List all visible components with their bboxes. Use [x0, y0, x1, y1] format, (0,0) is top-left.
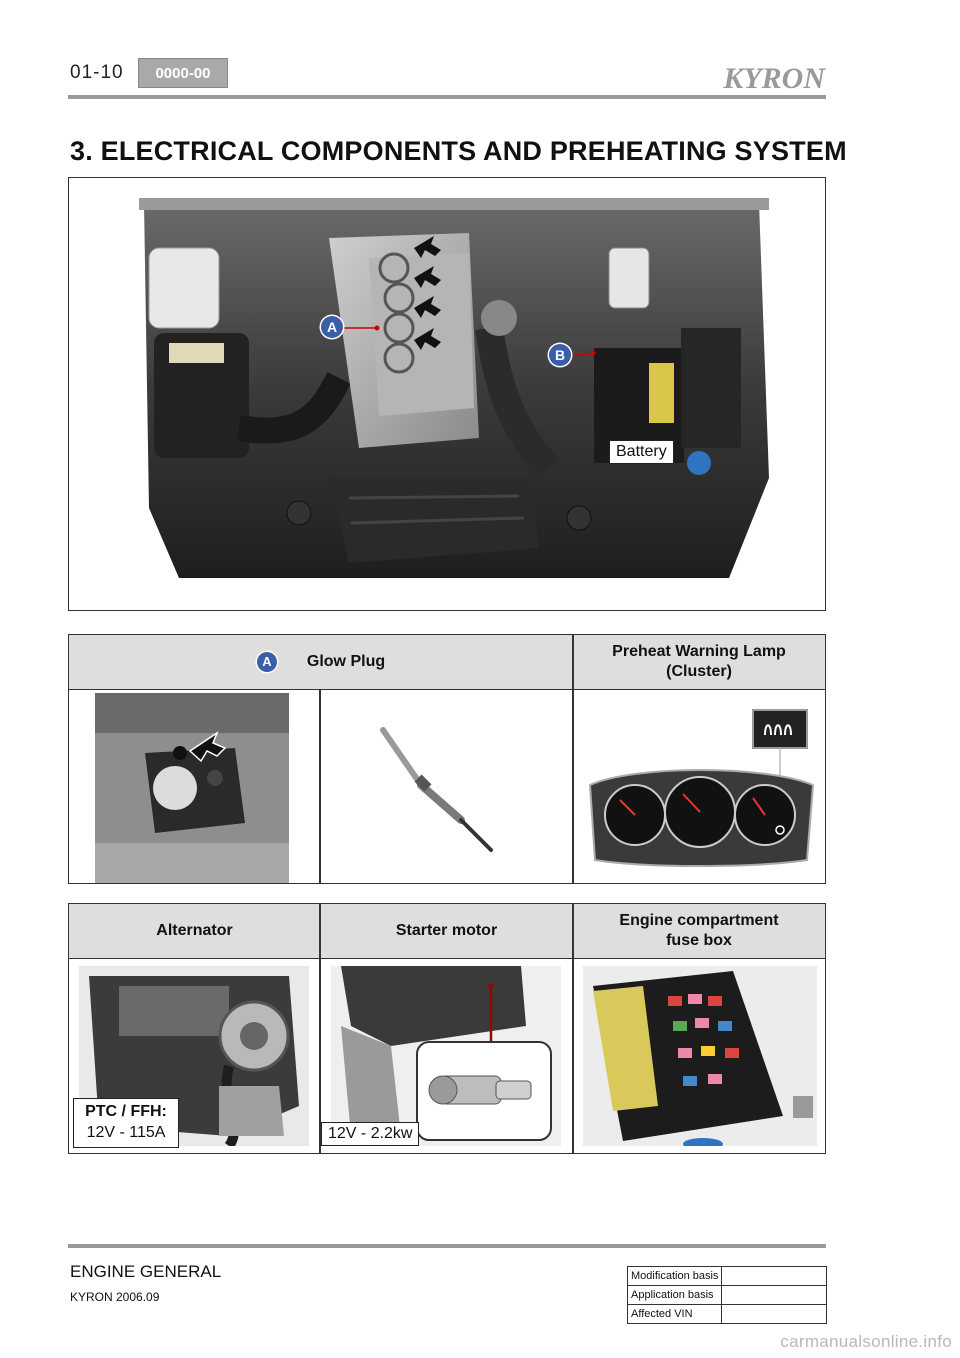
revision-value — [721, 1266, 827, 1286]
table2-header-row: Alternator Starter motor Engine compartm… — [69, 904, 825, 959]
revision-label: Modification basis — [626, 1266, 723, 1286]
fuse-box-header-line1: Engine compartment — [619, 912, 779, 929]
watermark: carmanualsonline.info — [780, 1332, 952, 1351]
brand-logo: KYRON — [722, 62, 826, 94]
alternator-header: Alternator — [156, 922, 233, 939]
alternator-illustration — [79, 966, 309, 1149]
marker-a-small-badge: A — [256, 652, 277, 672]
footer-section-name: ENGINE GENERAL — [70, 1262, 222, 1281]
revision-label: Application basis — [626, 1285, 723, 1305]
revision-value — [721, 1285, 827, 1305]
starter-motor-header: Starter motor — [395, 922, 498, 939]
section-title: 3. ELECTRICAL COMPONENTS AND PREHEATING … — [70, 136, 847, 166]
alternator-photo — [79, 966, 309, 1153]
preheat-lamp-header: Preheat Warning Lamp (Cluster) — [573, 635, 825, 689]
marker-a-badge: A — [321, 316, 343, 338]
table2-divider-2 — [572, 904, 574, 1153]
revision-row: Modification basis — [626, 1266, 827, 1286]
revision-value — [721, 1304, 827, 1324]
fuse-box-header-line2: fuse box — [666, 932, 732, 949]
glow-plug-part-illustration — [380, 727, 493, 852]
table1-divider-body — [319, 690, 321, 883]
revision-label: Affected VIN — [626, 1304, 723, 1324]
page-number: 01-10 — [70, 62, 124, 83]
footer-model-date: KYRON 2006.09 — [70, 1290, 160, 1304]
fuse-box-illustration — [583, 966, 817, 1150]
section-code-badge: 0000-00 — [138, 58, 228, 88]
table2-divider-1 — [319, 904, 321, 1153]
fuse-box-photo — [583, 966, 817, 1153]
alternator-spec-line1: PTC / FFH: — [85, 1103, 167, 1120]
glow-plug-install-illustration — [95, 693, 289, 883]
alternator-spec-line2: 12V - 115A — [86, 1123, 166, 1141]
engine-bay-illustration — [139, 198, 769, 578]
instrument-cluster-photo — [575, 690, 825, 883]
glow-plug-install-photo — [95, 693, 289, 883]
revision-table: Modification basis Application basis Aff… — [626, 1266, 827, 1324]
marker-b-badge: B — [549, 344, 571, 366]
starter-motor-photo — [331, 966, 561, 1153]
glow-plug-header: A Glow Plug — [69, 635, 573, 689]
footer-rule — [68, 1244, 826, 1248]
glow-plug-part-photo — [321, 690, 571, 883]
battery-callout: Battery — [609, 440, 674, 464]
charging-starting-table: Alternator Starter motor Engine compartm… — [68, 903, 826, 1154]
starter-motor-illustration — [331, 966, 561, 1146]
revision-row: Affected VIN — [626, 1304, 827, 1324]
instrument-cluster-illustration — [588, 709, 815, 867]
table1-header-row: A Glow Plug Preheat Warning Lamp (Cluste… — [69, 635, 825, 690]
starter-spec-callout: 12V - 2.2kw — [321, 1122, 420, 1146]
brand-logo-text: KYRON — [722, 62, 826, 94]
glow-plug-table: A Glow Plug Preheat Warning Lamp (Cluste… — [68, 634, 826, 884]
fuse-box-header: Engine compartment fuse box — [573, 904, 825, 958]
engine-bay-photo: A B Battery — [68, 177, 826, 611]
alternator-spec-callout: PTC / FFH: 12V - 115A — [73, 1098, 179, 1148]
preheat-lamp-header-line2: (Cluster) — [666, 663, 732, 680]
table1-divider — [572, 635, 574, 883]
preheat-lamp-header-line1: Preheat Warning Lamp — [612, 643, 786, 660]
header-rule — [68, 95, 826, 99]
revision-row: Application basis — [626, 1285, 827, 1305]
glow-plug-header-text: Glow Plug — [306, 653, 386, 670]
